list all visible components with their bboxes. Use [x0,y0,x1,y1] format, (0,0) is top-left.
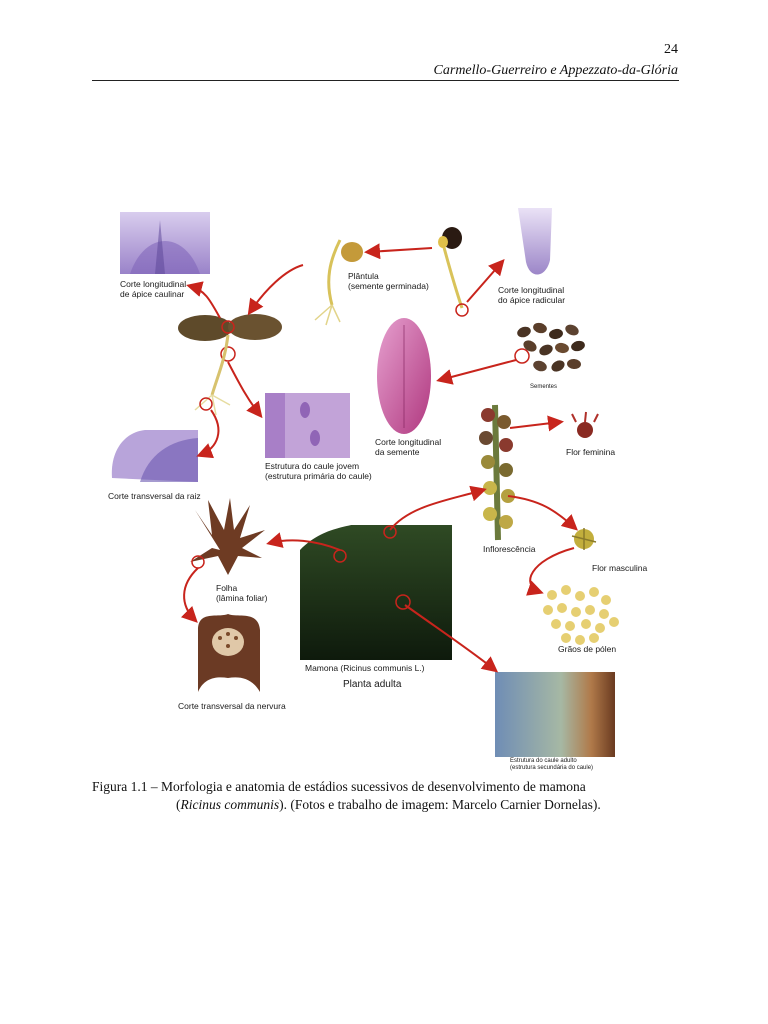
apical-shoot-section-image [120,212,210,274]
inflorescence-label: Inflorescência [483,544,536,554]
midrib-cross-section-image [198,614,260,692]
pollen-grains-image [543,585,619,645]
young-stem-section-image [265,393,350,458]
root-cross-section-image [111,430,198,482]
male-flower-label: Flor masculina [592,563,648,573]
caption-text-line1: Morfologia e anatomia de estádios sucess… [161,779,586,794]
leaf-label: Folha(lâmina foliar) [216,583,268,603]
figure-illustration [111,208,619,757]
leaf-image [190,498,265,575]
germinating-seed-image [438,227,469,317]
inflorescence-image [479,404,515,541]
header-rule [92,80,679,81]
root-apex-section-image [518,208,552,275]
caption-credits: ). (Fotos e trabalho de imagem: Marcelo … [279,797,601,813]
seedling-label: Plântula(semente germinada) [348,271,429,291]
root-cross-section-label: Corte transversal da raiz [108,491,201,501]
adult-plant-photo [300,508,452,660]
mamona-name-label: Mamona (Ricinus communis L.) [305,663,425,673]
seeds-image [514,322,585,372]
female-flower-image [571,411,599,438]
adult-stem-label: Estrutura do caule adulto(estrutura secu… [510,758,594,771]
page-number: 24 [664,42,678,57]
adult-stem-section-image [495,672,615,757]
seed-section-image [377,318,431,434]
caption-line2: (Ricinus communis). (Fotos e trabalho de… [176,797,601,813]
seeds-label: Sementes [530,384,558,390]
running-title: Carmello-Guerreiro e Appezzato-da-Glória [433,63,678,78]
caption-species: Ricinus communis [180,797,280,813]
seedling-image [314,239,363,326]
male-flower-image [571,528,597,550]
female-flower-label: Flor feminina [566,447,616,457]
young-stem-label: Estrutura do caule jovem(estrutura primá… [265,461,372,481]
cotyledon-seedling-image [178,314,282,416]
midrib-cross-section-label: Corte transversal da nervura [178,701,286,711]
connection-arrows [180,243,578,673]
caption-label: Figura 1.1 – [92,779,158,794]
pollen-grains-label: Grãos de pólen [558,644,617,654]
adult-plant-label: Planta adulta [343,679,402,690]
figure-caption: Figura 1.1 – Morfologia e anatomia de es… [92,778,692,814]
